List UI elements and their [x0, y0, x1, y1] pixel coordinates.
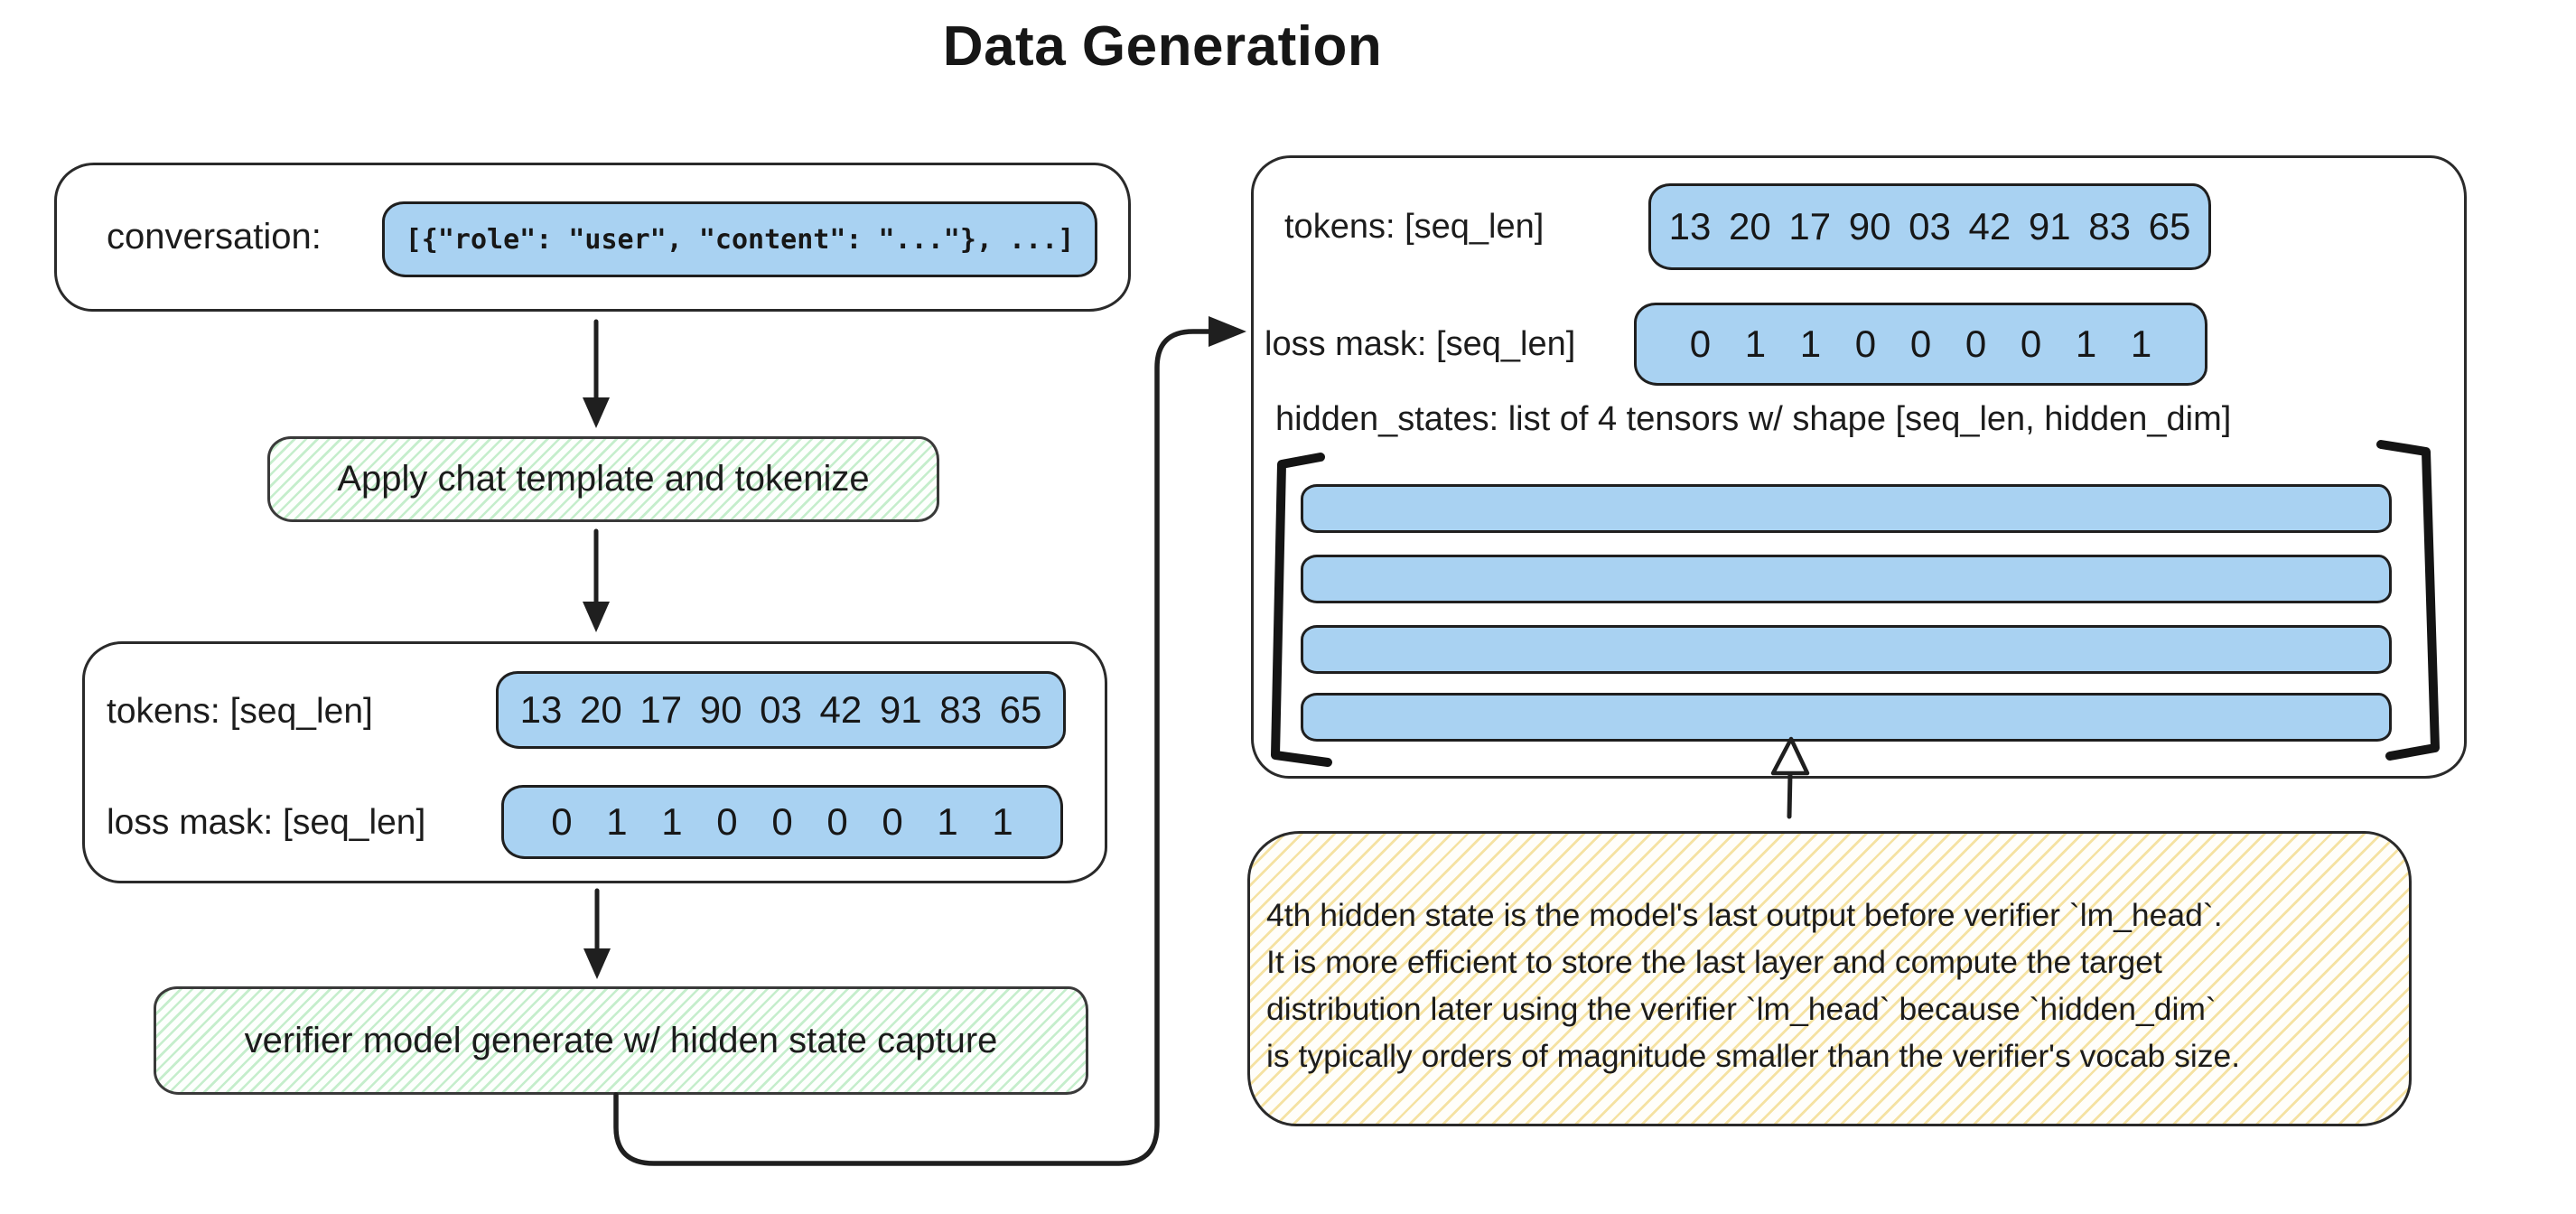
tokens-chip-right: 13 20 17 90 03 42 91 83 65 — [1648, 183, 2211, 270]
tokens-label-left: tokens: [seq_len] — [107, 692, 373, 731]
tokens-label-right: tokens: [seq_len] — [1284, 207, 1545, 246]
conversation-label: conversation: — [107, 216, 322, 257]
note-line-3: distribution later using the verifier `l… — [1266, 991, 2217, 1027]
loss-mask-chip-left: 0 1 1 0 0 0 0 1 1 — [501, 785, 1063, 859]
arrow-conversation-to-step1 — [583, 319, 610, 428]
loss-mask-values-left: 0 1 1 0 0 0 0 1 1 — [551, 800, 1013, 843]
step-verifier-generate-label: verifier model generate w/ hidden state … — [244, 1020, 998, 1060]
tokens-values-right: 13 20 17 90 03 42 91 83 65 — [1668, 205, 2191, 247]
arrow-tokens-to-step2 — [583, 888, 611, 979]
diagram-title: Data Generation — [942, 15, 1383, 78]
arrow-step1-to-tokens — [583, 528, 610, 632]
loss-mask-label-left: loss mask: [seq_len] — [107, 803, 426, 842]
loss-mask-chip-right: 0 1 1 0 0 0 0 1 1 — [1634, 303, 2207, 386]
tokens-values-left: 13 20 17 90 03 42 91 83 65 — [519, 688, 1042, 731]
hidden-state-tensor-3 — [1301, 625, 2392, 674]
loss-mask-values-right: 0 1 1 0 0 0 0 1 1 — [1689, 322, 2152, 365]
loss-mask-label-right: loss mask: [seq_len] — [1265, 324, 1576, 363]
hidden-state-tensor-1 — [1301, 484, 2392, 533]
hidden-states-label: hidden_states: list of 4 tensors w/ shap… — [1275, 400, 2232, 438]
step-verifier-generate: verifier model generate w/ hidden state … — [154, 986, 1088, 1095]
conversation-box: conversation: [{"role": "user", "content… — [54, 163, 1131, 312]
tokenized-output-box: tokens: [seq_len] 13 20 17 90 03 42 91 8… — [82, 641, 1107, 883]
generation-result-box: tokens: [seq_len] 13 20 17 90 03 42 91 8… — [1251, 155, 2467, 779]
note-line-4: is typically orders of magnitude smaller… — [1266, 1038, 2241, 1074]
note-line-1: 4th hidden state is the model's last out… — [1266, 897, 2223, 933]
conversation-value-chip: [{"role": "user", "content": "..."}, ...… — [382, 201, 1097, 277]
hidden-state-note: 4th hidden state is the model's last out… — [1247, 831, 2412, 1126]
tokens-chip-left: 13 20 17 90 03 42 91 83 65 — [496, 671, 1066, 749]
hidden-state-tensor-4 — [1301, 693, 2392, 742]
conversation-value: [{"role": "user", "content": "..."}, ...… — [405, 223, 1075, 256]
note-line-2: It is more efficient to store the last l… — [1266, 944, 2162, 980]
step-apply-chat-template-label: Apply chat template and tokenize — [337, 459, 870, 499]
hidden-state-tensor-2 — [1301, 555, 2392, 603]
step-apply-chat-template: Apply chat template and tokenize — [267, 436, 939, 522]
